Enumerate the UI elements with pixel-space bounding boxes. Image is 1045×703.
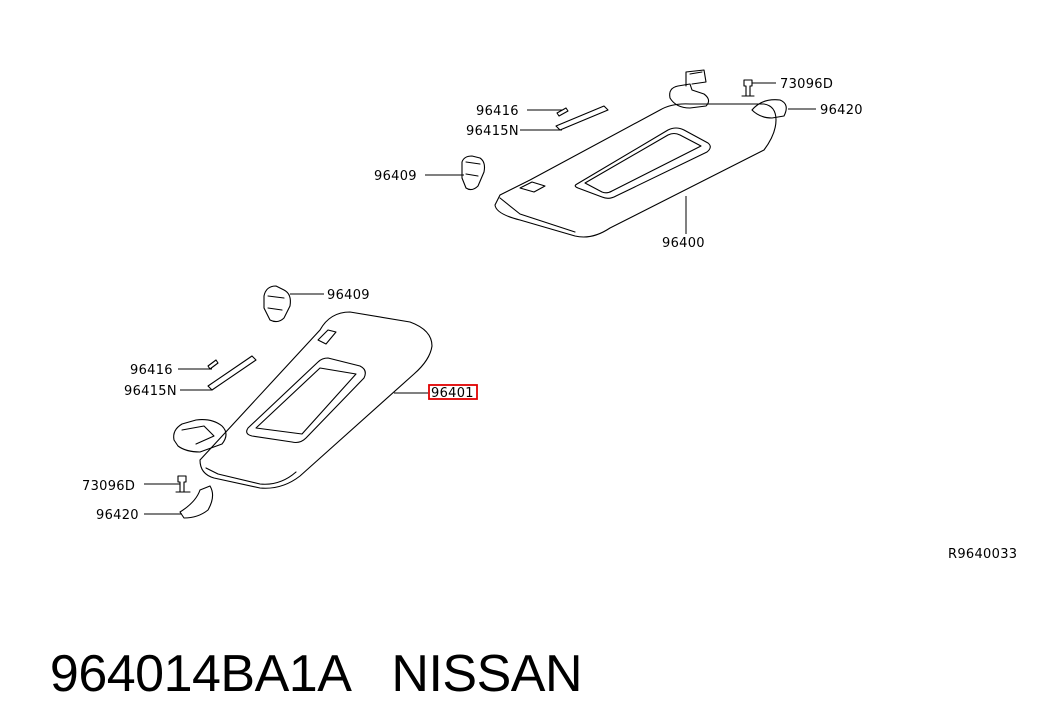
- lower-visor-body: [199, 311, 433, 489]
- upper-visor-body: [494, 103, 777, 238]
- upper-screw: [743, 79, 753, 97]
- part-caption: 964014BA1A NISSAN: [22, 596, 583, 703]
- upper-pin: [556, 107, 569, 117]
- callout-upper-73096d: 73096D: [780, 77, 833, 92]
- callout-lower-73096d: 73096D: [82, 479, 135, 494]
- upper-vanity-mirror: [574, 127, 711, 199]
- callout-upper-96416: 96416: [476, 104, 519, 119]
- upper-leaders: [425, 82, 816, 234]
- lower-extension-rail: [207, 355, 257, 391]
- part-number: 964014BA1A: [49, 645, 352, 703]
- callout-lower-96416: 96416: [130, 363, 173, 378]
- upper-holder-clip: [461, 155, 486, 191]
- highlight-box: [428, 384, 478, 400]
- upper-extension-rail: [555, 105, 609, 131]
- brand-name: NISSAN: [391, 645, 583, 703]
- lower-pin: [207, 359, 219, 370]
- callout-lower-96401: 96401: [431, 386, 474, 401]
- parts-diagram: 96416 96415N 96409 96400 73096D 96420 96…: [82, 69, 1017, 562]
- lower-vanity-mirror: [246, 357, 366, 444]
- callout-lower-96415n: 96415N: [124, 384, 177, 399]
- callout-lower-96409: 96409: [327, 288, 370, 303]
- figure-code: R9640033: [948, 547, 1017, 562]
- callout-lower-96420: 96420: [96, 508, 139, 523]
- upper-sun-visor-assembly: [461, 69, 787, 238]
- lower-visor-hinge: [173, 419, 227, 453]
- lower-sun-visor-assembly: [173, 285, 433, 519]
- callout-upper-96409: 96409: [374, 169, 417, 184]
- lower-leaders: [144, 293, 428, 515]
- upper-visor-hinge: [669, 83, 710, 109]
- upper-cover: [751, 99, 787, 119]
- lower-cover: [179, 485, 214, 519]
- callout-upper-96420: 96420: [820, 103, 863, 118]
- lower-holder-clip: [263, 285, 291, 323]
- callout-upper-96415n: 96415N: [466, 124, 519, 139]
- callout-upper-96400: 96400: [662, 236, 705, 251]
